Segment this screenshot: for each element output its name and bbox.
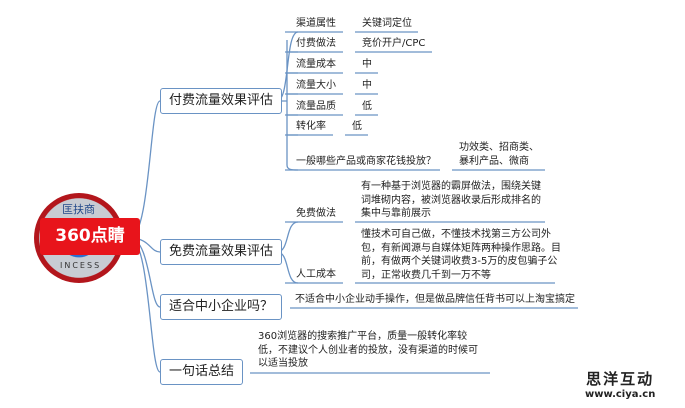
branch-paid-traffic[interactable]: 付费流量效果评估 <box>160 88 283 114</box>
paid-value-channel: 关键词定位 <box>362 18 412 29</box>
paid-value-cost: 中 <box>362 59 372 70</box>
paid-label-volume: 流量大小 <box>296 80 336 91</box>
branch-summary[interactable]: 一句话总结 <box>160 359 244 385</box>
branch-suitable-sme[interactable]: 适合中小企业吗？ <box>160 294 283 320</box>
watermark-url: www.ciya.cn <box>585 389 656 400</box>
free-value-labor: 懂技术可自己做，不懂技术找第三方公司外包，有新闻源与自媒体矩阵两种操作思路。目前… <box>361 229 561 281</box>
paid-label-channel: 渠道属性 <box>296 18 336 29</box>
watermark: 思洋互动 www.ciya.cn <box>585 368 655 400</box>
paid-label-quality: 流量品质 <box>296 101 336 112</box>
paid-value-advertisers: 功效类、招商类、暴利产品、微商 <box>459 142 539 167</box>
paid-label-conversion: 转化率 <box>296 121 326 132</box>
watermark-cn: 思洋互动 <box>586 370 655 388</box>
paid-label-method: 付费做法 <box>296 38 336 49</box>
root-node[interactable]: 360点睛 <box>40 218 140 255</box>
paid-value-conversion: 低 <box>352 121 362 132</box>
paid-value-method: 竞价开户/CPC <box>362 38 426 49</box>
paid-label-advertisers: 一般哪些产品或商家花钱投放？ <box>296 156 436 167</box>
paid-value-quality: 低 <box>362 101 372 112</box>
free-label-labor: 人工成本 <box>296 269 336 280</box>
logo-text-top: 匡扶商 <box>62 203 95 216</box>
free-value-method: 有一种基于浏览器的霸屏做法，围绕关键词堆砌内容，被浏览器收录后形成排名的集中与靠… <box>361 181 541 219</box>
logo-text-bottom: INCESS <box>60 261 102 270</box>
summary-text: 360浏览器的搜索推广平台，质量一般转化率较低，不建议个人创业者的投放，没有渠道… <box>258 331 478 369</box>
paid-label-cost: 流量成本 <box>296 59 336 70</box>
suitable-sme-text: 不适合中小企业动手操作，但是做品牌信任背书可以上淘宝搞定 <box>295 294 575 305</box>
branch-free-traffic[interactable]: 免费流量效果评估 <box>160 239 283 265</box>
paid-value-volume: 中 <box>362 80 372 91</box>
free-label-method: 免费做法 <box>296 208 336 219</box>
